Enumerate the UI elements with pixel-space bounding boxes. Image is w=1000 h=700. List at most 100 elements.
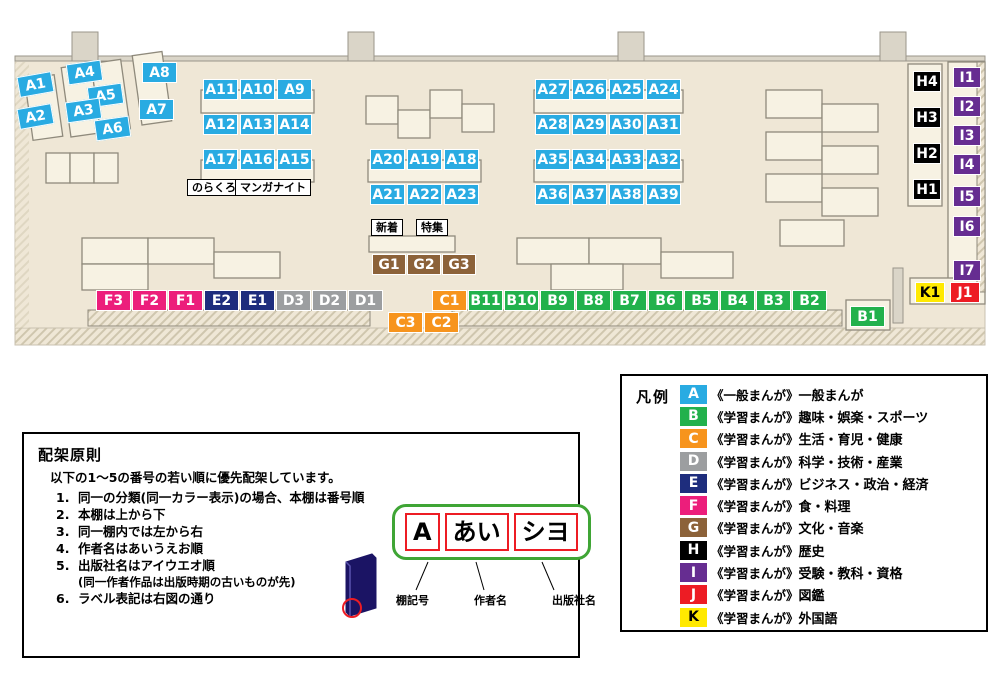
shelf-label-A20: A20 — [370, 149, 405, 170]
shelf-label-I2: I2 — [953, 96, 981, 117]
shelf-label-A34: A34 — [572, 149, 607, 170]
shelf-label-F1: F1 — [168, 290, 203, 311]
legend-scope: 《学習まんが》 — [711, 610, 799, 626]
shelf-label-A16: A16 — [240, 149, 275, 170]
shelf-label-B7: B7 — [612, 290, 647, 311]
shelf-label-A17: A17 — [203, 149, 238, 170]
shelf-label-A29: A29 — [572, 114, 607, 135]
shelf-label-G2: G2 — [407, 254, 441, 275]
shelf-label-B9: B9 — [540, 290, 575, 311]
rule-number: 5. — [56, 558, 70, 573]
legend-scope: 《学習まんが》 — [711, 409, 799, 425]
shelf-label-A4: A4 — [65, 59, 104, 86]
map-text-label: 新着 — [371, 219, 403, 236]
rule-text: 作者名はあいうえお順 — [78, 541, 204, 556]
shelf-label-I5: I5 — [953, 186, 981, 207]
label-captions: 棚記号作者名出版社名 — [396, 592, 596, 608]
shelf-label-A28: A28 — [535, 114, 570, 135]
example-caption: 棚記号 — [396, 594, 429, 607]
legend-chip-D: D — [680, 451, 707, 471]
legend-label: 食・料理 — [798, 500, 851, 516]
shelf-label-H3: H3 — [913, 107, 941, 128]
rule-text: 本棚は上から下 — [78, 507, 166, 522]
shelf-label-A26: A26 — [572, 79, 607, 100]
shelf-label-K1: K1 — [915, 282, 945, 303]
shelf-label-A33: A33 — [609, 149, 644, 170]
shelf-label-E1: E1 — [240, 290, 275, 311]
example-part-2: シヨ — [513, 513, 578, 551]
shelf-label-A10: A10 — [240, 79, 275, 100]
legend-label: 歴史 — [798, 544, 825, 560]
legend-chip-J: J — [680, 585, 707, 605]
shelf-label-B11: B11 — [468, 290, 503, 311]
rule-row: 3.同一棚内では左から右 — [56, 523, 364, 540]
legend-scope: 《一般まんが》 — [711, 387, 799, 403]
legend-label: ビジネス・政治・経済 — [798, 477, 929, 493]
shelf-label-A37: A37 — [572, 184, 607, 205]
shelf-label-G1: G1 — [372, 254, 406, 275]
legend-chip-K: K — [680, 607, 707, 627]
legend-scope: 《学習まんが》 — [711, 566, 799, 582]
shelf-label-B10: B10 — [504, 290, 539, 311]
shelf-label-C2: C2 — [424, 312, 459, 333]
shelf-label-A25: A25 — [609, 79, 644, 100]
shelf-label-A18: A18 — [444, 149, 479, 170]
legend-row-K: K《学習まんが》外国語 — [680, 606, 929, 628]
shelf-label-I6: I6 — [953, 216, 981, 237]
legend-chip-B: B — [680, 406, 707, 426]
shelf-label-G3: G3 — [442, 254, 476, 275]
rule-text: ラベル表記は右図の通り — [78, 591, 216, 606]
shelf-label-A6: A6 — [93, 115, 132, 142]
legend-scope: 《学習まんが》 — [711, 543, 799, 559]
rule-number: 3. — [56, 524, 70, 539]
rule-row: 1.同一の分類(同一カラー表示)の場合、本棚は番号順 — [56, 489, 364, 506]
shelf-label-A24: A24 — [646, 79, 681, 100]
rule-text: 出版社名はアイウエオ順 — [78, 558, 215, 573]
shelf-label-A9: A9 — [277, 79, 312, 100]
shelf-label-C3: C3 — [388, 312, 423, 333]
legend-row-H: H《学習まんが》歴史 — [680, 539, 929, 561]
shelf-label-I7: I7 — [953, 260, 981, 281]
shelf-label-I1: I1 — [953, 67, 981, 88]
shelf-label-A30: A30 — [609, 114, 644, 135]
shelf-label-F2: F2 — [132, 290, 167, 311]
legend-row-A: A《一般まんが》一般まんが — [680, 383, 929, 405]
legend-row-G: G《学習まんが》文化・音楽 — [680, 517, 929, 539]
rule-row: 2.本棚は上から下 — [56, 506, 364, 523]
legend-row-C: C《学習まんが》生活・育児・健康 — [680, 428, 929, 450]
rule-subtext: (同一作者作品は出版時期の古いものが先) — [78, 575, 296, 589]
shelf-label-H1: H1 — [913, 179, 941, 200]
shelf-label-A21: A21 — [370, 184, 405, 205]
shelf-label-A12: A12 — [203, 114, 238, 135]
shelf-label-D2: D2 — [312, 290, 347, 311]
rule-text: 同一の分類(同一カラー表示)の場合、本棚は番号順 — [78, 490, 365, 505]
shelf-label-A19: A19 — [407, 149, 442, 170]
shelf-label-A7: A7 — [139, 99, 174, 120]
map-text-label: のらくろ — [187, 179, 241, 196]
shelf-label-A32: A32 — [646, 149, 681, 170]
legend-scope: 《学習まんが》 — [711, 588, 799, 604]
shelf-label-A14: A14 — [277, 114, 312, 135]
legend-chip-H: H — [680, 540, 707, 560]
shelf-label-F3: F3 — [96, 290, 131, 311]
legend-label: 外国語 — [798, 611, 838, 627]
example-part-0: A — [405, 513, 440, 551]
shelf-label-A36: A36 — [535, 184, 570, 205]
legend-label: 趣味・娯楽・スポーツ — [798, 410, 929, 426]
shelf-label-E2: E2 — [204, 290, 239, 311]
rule-row: 5. 出版社名はアイウエオ順 — [56, 557, 364, 574]
legend-row-F: F《学習まんが》食・料理 — [680, 494, 929, 516]
example-part-1: あい — [444, 513, 509, 551]
shelf-label-A27: A27 — [535, 79, 570, 100]
legend-row-D: D《学習まんが》科学・技術・産業 — [680, 450, 929, 472]
shelf-label-A13: A13 — [240, 114, 275, 135]
legend-scope: 《学習まんが》 — [711, 476, 799, 492]
shelf-label-B5: B5 — [684, 290, 719, 311]
legend-row-B: B《学習まんが》趣味・娯楽・スポーツ — [680, 405, 929, 427]
